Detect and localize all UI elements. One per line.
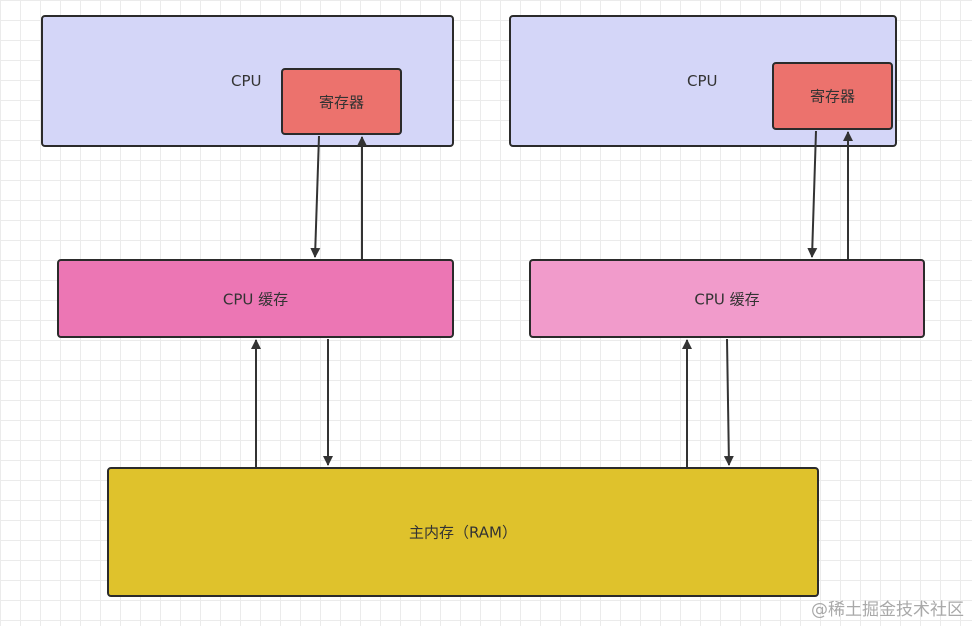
main-memory-label: 主内存（RAM）: [408, 523, 518, 542]
register-label-right: 寄存器: [809, 87, 855, 106]
register-box-left: 寄存器: [281, 68, 402, 135]
cpu-cache-label-right: CPU 缓存: [694, 290, 760, 308]
arrow-register-to-cache-left: [310, 135, 321, 258]
cpu-cache-label-left: CPU 缓存: [222, 290, 289, 308]
cpu-cache-box-left: CPU 缓存: [57, 259, 454, 338]
arrow-register-to-cache-right: [807, 130, 818, 258]
cpu-label-right: CPU: [687, 72, 718, 90]
cpu-label-left: CPU: [231, 72, 262, 90]
main-memory-box: 主内存（RAM）: [107, 467, 819, 597]
arrow-cache-to-ram-right: [723, 338, 734, 466]
watermark: @稀土掘金技术社区: [811, 600, 964, 620]
cpu-cache-box-right: CPU 缓存: [529, 259, 925, 338]
register-label-left: 寄存器: [318, 93, 364, 111]
register-box-right: 寄存器: [772, 62, 893, 130]
